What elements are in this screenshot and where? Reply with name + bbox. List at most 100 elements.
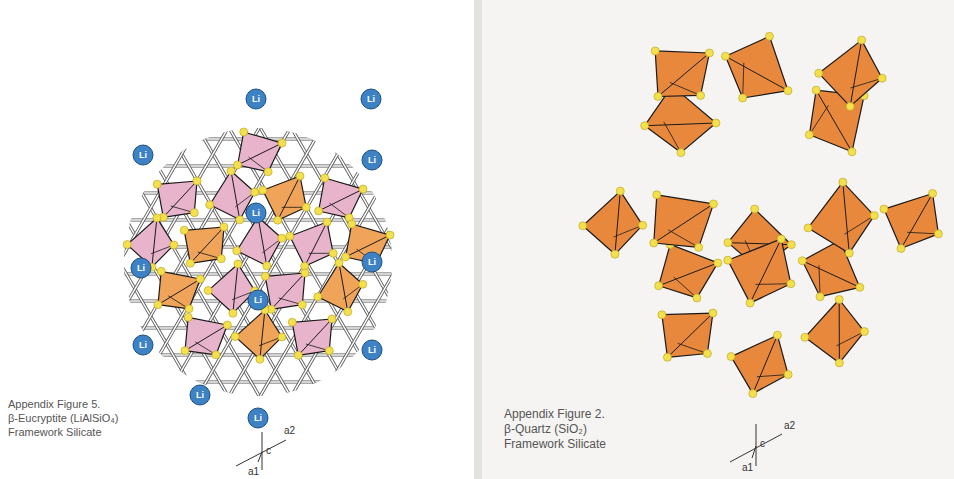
tetrahedron-part xyxy=(901,193,933,248)
tetrahedron xyxy=(185,317,227,355)
tetrahedron-part xyxy=(305,222,327,266)
atom-dot xyxy=(641,122,649,130)
atom-dot xyxy=(858,36,866,44)
atom-dot xyxy=(181,347,189,355)
atom-dot xyxy=(288,318,296,326)
axis-label: a1 xyxy=(742,462,753,474)
atom-label: Li xyxy=(254,295,262,305)
tetrahedron-part xyxy=(753,335,778,393)
tetrahedron-part xyxy=(839,299,840,362)
tetrahedron xyxy=(884,194,938,249)
tetrahedron-part xyxy=(231,171,240,220)
atom-dot xyxy=(616,187,624,195)
tetrahedron xyxy=(726,36,789,98)
atom-dot xyxy=(170,241,178,249)
atom-dot xyxy=(816,293,824,301)
atom-dot xyxy=(897,244,905,252)
atom-label: Li xyxy=(368,257,376,267)
tetrahedron xyxy=(318,263,363,312)
atom-dot xyxy=(798,257,806,265)
tetrahedron xyxy=(208,264,255,313)
atom-dot xyxy=(846,102,854,110)
tetrahedron-part xyxy=(757,375,788,377)
atom-dot xyxy=(709,309,717,317)
atom-dot xyxy=(153,214,161,222)
atom-label: Li xyxy=(196,390,204,400)
axis-label: a2 xyxy=(784,420,795,432)
tetrahedron xyxy=(319,178,363,218)
atom-label: Li xyxy=(368,345,376,355)
atom-dot xyxy=(344,308,352,316)
tetrahedron-part xyxy=(654,204,714,243)
tetrahedron-part xyxy=(756,283,791,285)
atom-dot xyxy=(784,371,792,379)
tetrahedron xyxy=(583,191,643,254)
atom-dot xyxy=(234,260,242,268)
tetrahedron-part xyxy=(837,332,865,346)
atom-dot xyxy=(185,305,193,313)
atom-dot xyxy=(348,220,356,228)
atom-dot xyxy=(278,234,286,242)
atom-dot xyxy=(123,241,131,249)
atom-dot xyxy=(314,293,322,301)
tetrahedron-part xyxy=(658,53,709,96)
lithium-sphere xyxy=(246,89,266,109)
atom-dot xyxy=(870,212,878,220)
atom-dot xyxy=(212,351,220,359)
tetrahedron-part xyxy=(614,225,643,237)
atom-dot xyxy=(579,222,587,230)
tetrahedron-part xyxy=(278,176,300,220)
axis-label: c xyxy=(760,438,765,450)
lattice-rod xyxy=(191,131,351,408)
tetrahedron xyxy=(237,217,282,266)
figure-caption: Appendix Figure 5. xyxy=(8,398,100,411)
tetrahedron xyxy=(659,244,718,298)
lattice-rod xyxy=(98,110,418,113)
atom-dot xyxy=(835,359,843,367)
atom-label: Li xyxy=(137,263,145,273)
atom-dot xyxy=(274,216,282,224)
tetrahedron-part xyxy=(152,218,157,267)
atom-dot xyxy=(654,92,662,100)
atom-dot xyxy=(323,218,331,226)
atom-dot xyxy=(315,207,323,215)
lattice-rod xyxy=(285,185,445,462)
atom-label: Li xyxy=(368,155,376,165)
atom-dot xyxy=(714,259,722,267)
lattice-rod xyxy=(308,198,468,475)
atom-dot xyxy=(658,311,666,319)
atom-dot xyxy=(739,94,747,102)
atom-dot xyxy=(784,87,792,95)
atom-dot xyxy=(663,353,671,361)
tetrahedron-part xyxy=(668,230,699,248)
atom-dot xyxy=(639,221,647,229)
tetrahedron-part xyxy=(667,313,712,357)
atom-dot xyxy=(835,295,843,303)
lattice-rod xyxy=(238,158,398,435)
atom-dot xyxy=(256,355,264,363)
tetrahedron-part xyxy=(659,263,718,286)
figure-caption: β-Quartz (SiO₂) xyxy=(504,423,587,437)
atom-dot xyxy=(223,321,231,329)
atom-dot xyxy=(359,280,367,288)
figure-caption: Framework Silicate xyxy=(8,426,102,439)
axis-symbol xyxy=(730,424,782,466)
atom-dot xyxy=(294,351,302,359)
lithium-spheres xyxy=(131,89,382,428)
atom-dot xyxy=(677,149,685,157)
figure-caption: Framework Silicate xyxy=(504,438,606,452)
lattice-rod xyxy=(238,158,398,435)
tetrahedron xyxy=(290,222,333,266)
tetrahedron-part xyxy=(664,122,681,153)
lattice-rod xyxy=(97,170,257,447)
tetrahedron-part xyxy=(258,217,267,266)
atom-dot xyxy=(856,283,864,291)
atom-label: Li xyxy=(252,94,260,104)
atom-dot xyxy=(655,282,663,290)
tetrahedron xyxy=(731,335,788,393)
lithium-sphere xyxy=(131,258,151,278)
atom-dot xyxy=(929,189,937,197)
atom-dot xyxy=(325,347,333,355)
tetrahedron xyxy=(655,51,709,97)
